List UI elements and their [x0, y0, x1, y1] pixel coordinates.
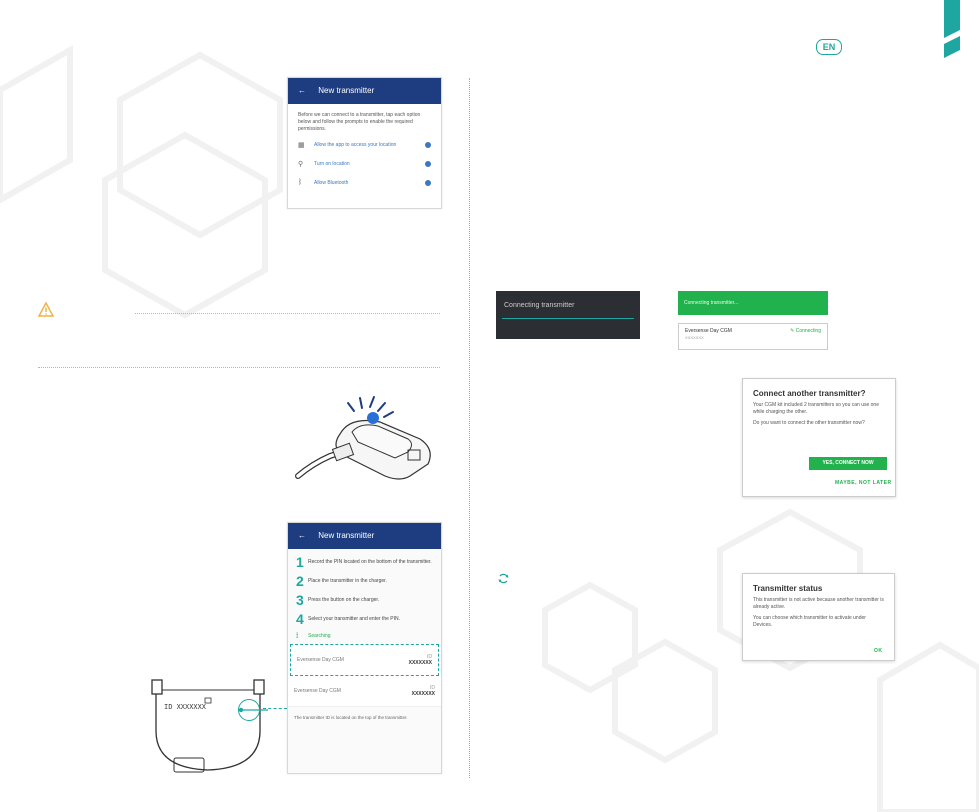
step-2: 2 Place the transmitter in the charger. [296, 572, 387, 589]
screen-title: New transmitter [318, 86, 375, 95]
bluetooth-icon: ᛒ [298, 179, 303, 186]
info-dot-icon [425, 160, 431, 167]
location-pin-icon: ⚲ [298, 160, 304, 168]
edit-icon: ✎ [790, 328, 795, 334]
screen-title: New transmitter [318, 531, 375, 540]
warning-top-rule [135, 313, 440, 314]
transmitter-status-dialog: Transmitter status This transmitter is n… [742, 573, 895, 661]
warning-icon [38, 302, 54, 317]
connecting-snackbar-dark: Connecting transmitter [496, 291, 640, 339]
charger-illustration [295, 396, 431, 480]
dialog-body: This transmitter is not active because a… [753, 597, 884, 610]
corner-accent [944, 0, 960, 58]
dialog-question: Do you want to connect the other transmi… [753, 420, 865, 426]
permission-row-location-access[interactable]: ▦ Allow the app to access your location [288, 135, 441, 154]
dialog-title: Connect another transmitter? [753, 389, 866, 398]
dialog-hint: You can choose which transmitter to acti… [753, 615, 866, 628]
connecting-banner-green: Connecting transmitter... [678, 291, 828, 315]
calendar-icon: ▦ [298, 141, 305, 149]
charger-led [367, 412, 379, 424]
new-transmitter-pairing-screen: ← New transmitter 1 Record the PIN locat… [287, 522, 442, 774]
back-arrow-icon[interactable]: ← [298, 86, 306, 95]
language-badge[interactable]: EN [816, 39, 842, 55]
warning-bottom-rule [38, 367, 440, 368]
maybe-later-button[interactable]: MAYBE, NOT LATER [835, 480, 892, 486]
app-bar: ← New transmitter [288, 523, 441, 549]
info-dot-icon [425, 141, 431, 148]
ok-button[interactable]: OK [874, 648, 883, 654]
progress-line [502, 318, 634, 319]
footer-note: The transmitter ID is located on the top… [294, 715, 408, 720]
yes-connect-now-button[interactable]: YES, CONNECT NOW [809, 457, 887, 470]
step-1: 1 Record the PIN located on the bottom o… [296, 553, 432, 570]
back-arrow-icon[interactable]: ← [298, 531, 306, 540]
intro-text: Before we can connect to a transmitter, … [298, 112, 421, 132]
sync-icon [498, 573, 509, 584]
column-divider [469, 78, 470, 778]
transmitter-bottom-illustration [151, 679, 268, 773]
info-dot-icon [425, 179, 431, 186]
callout-connector [263, 708, 287, 709]
permission-row-location[interactable]: ⚲ Turn on location [288, 154, 441, 173]
light-rays [347, 396, 394, 418]
new-transmitter-permissions-screen: ← New transmitter Before we can connect … [287, 77, 442, 209]
permission-row-bluetooth[interactable]: ᛒ Allow Bluetooth [288, 173, 441, 192]
searching-status: ⁞ Searching [296, 632, 331, 640]
spinner-icon: ⁞ [296, 632, 299, 640]
dialog-title: Transmitter status [753, 584, 823, 593]
connecting-transmitter-card: Eversense Day CGM ✎ Connecting XXXXXXX [678, 323, 828, 350]
transmitter-id-label: ID XXXXXXX [164, 704, 207, 712]
callout-circle [238, 699, 260, 721]
app-bar: ← New transmitter [288, 78, 441, 104]
step-3: 3 Press the button on the charger. [296, 591, 380, 608]
connect-another-transmitter-dialog: Connect another transmitter? Your CGM ki… [742, 378, 896, 497]
dialog-body: Your CGM kit included 2 transmitters so … [753, 402, 879, 415]
step-4: 4 Select your transmitter and enter the … [296, 610, 400, 627]
